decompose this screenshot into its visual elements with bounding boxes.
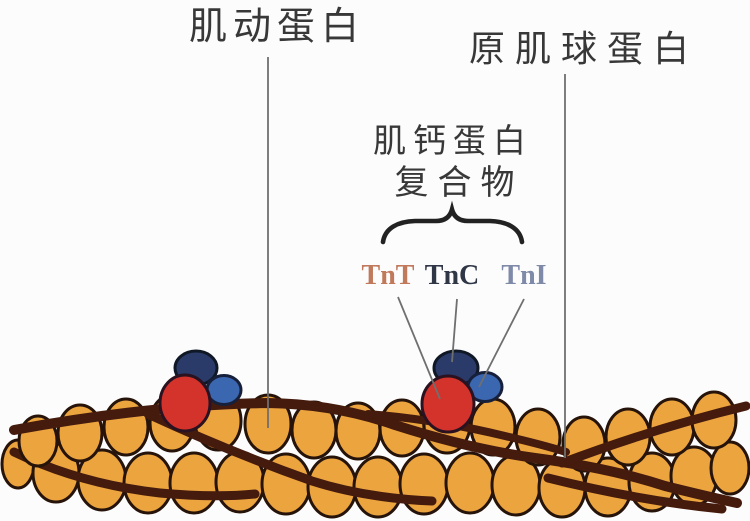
actin-monomer xyxy=(352,455,404,519)
label-tni: TnI xyxy=(501,260,547,291)
label-troponin-complex-line2: 复合物 xyxy=(394,165,524,202)
tnc-leader-line xyxy=(451,298,458,363)
tropomyosin-strand xyxy=(143,409,437,506)
actin-monomer xyxy=(168,451,220,515)
troponin-complex-right xyxy=(420,349,504,434)
label-tnc: TnC xyxy=(424,260,480,291)
actin-monomer xyxy=(122,451,174,515)
label-tnt: TnT xyxy=(361,260,415,291)
label-tropomyosin: 原肌球蛋白 xyxy=(468,29,700,69)
tropomyosin-strand xyxy=(364,410,570,456)
actin-monomer xyxy=(709,440,750,496)
label-troponin-complex-line1: 肌钙蛋白 xyxy=(373,124,533,160)
actin-monomer xyxy=(444,451,496,515)
tnt-subunit-blob xyxy=(420,374,476,434)
leader-lines xyxy=(267,57,566,458)
tropomyosin-strand xyxy=(543,473,727,514)
tnt-subunit-blob xyxy=(158,373,212,433)
tni-leader-line xyxy=(478,298,525,388)
tnt-leader-line xyxy=(397,296,441,400)
tropomyosin-strand xyxy=(9,447,260,501)
troponin-complex-left xyxy=(158,349,243,433)
label-actin: 肌动蛋白 xyxy=(188,6,366,48)
grouping-brace-icon xyxy=(380,200,525,245)
tni-subunit-blob xyxy=(205,374,243,406)
tropomyosin-strand xyxy=(557,401,750,468)
tropomyosin-back-strands xyxy=(9,447,727,514)
